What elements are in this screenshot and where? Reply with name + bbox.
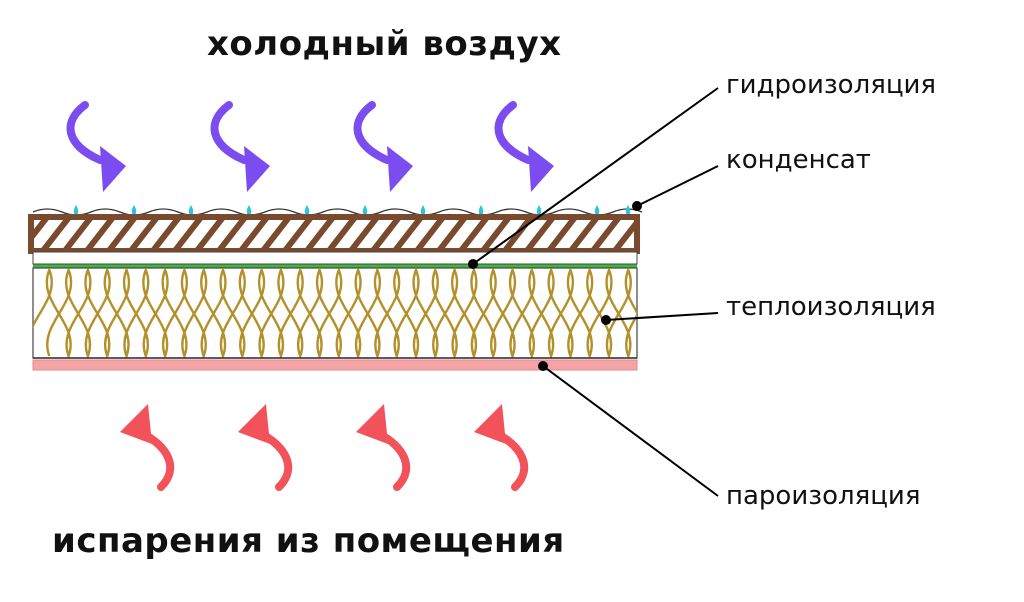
hatch-stroke	[658, 216, 686, 252]
warm-arrow-icon-2	[238, 404, 293, 491]
cold-air-title: холодный воздух	[207, 24, 562, 64]
hatch-stroke	[392, 219, 424, 249]
hatch-stroke	[458, 219, 490, 249]
hatch-stroke	[128, 219, 160, 249]
droplet-icon	[536, 205, 542, 215]
warm-arrow-icon-4	[474, 404, 529, 491]
hatch-stroke	[106, 219, 138, 249]
hatch-stroke	[238, 219, 270, 249]
hatch-stroke	[612, 220, 635, 249]
hatch-stroke	[194, 219, 226, 249]
vapor-barrier-label: пароизоляция	[726, 481, 921, 511]
cold-arrow-icon-4	[494, 101, 554, 192]
hatch-stroke	[436, 219, 468, 249]
hatched-wood-layer	[28, 214, 686, 254]
hatch-stroke	[348, 219, 380, 249]
droplet-icon	[594, 205, 600, 215]
condensate-drops	[73, 205, 631, 215]
droplet-icon	[188, 205, 194, 215]
droplet-icon	[420, 205, 426, 215]
cold-arrow-icon-1	[66, 101, 126, 192]
hatch-stroke	[216, 219, 248, 249]
waterproofing-label: гидроизоляция	[726, 70, 937, 100]
hatch-stroke	[480, 219, 512, 249]
warm-arrow-icon-1	[120, 404, 175, 491]
hatch-stroke	[370, 219, 402, 249]
vapor-arrows	[120, 404, 529, 491]
droplet-icon	[362, 205, 368, 215]
hatch-stroke	[84, 219, 116, 249]
condensate-label: конденсат	[726, 145, 871, 175]
droplet-icon	[73, 205, 79, 215]
droplet-icon	[478, 205, 484, 215]
droplet-icon	[625, 205, 631, 215]
insulation-fiber-wave	[33, 268, 637, 358]
leader-waterproofing	[468, 87, 719, 269]
hatch-stroke	[590, 219, 622, 249]
leader-condensate	[632, 165, 719, 211]
leader-vapor-barrier	[538, 361, 719, 497]
cold-arrow-icon-3	[353, 101, 413, 192]
leader-insulation	[601, 312, 719, 325]
thermal-insulation-label: теплоизоляция	[726, 292, 936, 322]
hatch-stroke	[260, 219, 292, 249]
hatch-stroke	[502, 219, 534, 249]
droplet-icon	[304, 205, 310, 215]
hatch-stroke	[414, 219, 446, 249]
insulation-fiber-wave	[46, 268, 637, 358]
hatch-stroke	[33, 219, 50, 241]
hatch-stroke	[524, 219, 556, 249]
hatch-stroke	[326, 219, 358, 249]
cold-air-arrows	[66, 101, 554, 192]
cold-arrow-icon-2	[210, 101, 270, 192]
hatch-stroke	[150, 219, 182, 249]
hatch-stroke	[546, 219, 578, 249]
droplet-icon	[246, 205, 252, 215]
hatch-stroke	[304, 219, 336, 249]
thermal-insulation-layer	[32, 267, 638, 359]
vapor-title: испарения из помещения	[52, 521, 565, 561]
droplet-icon	[131, 205, 137, 215]
hatch-stroke	[172, 219, 204, 249]
hatch-stroke	[634, 248, 635, 249]
hatch-stroke	[62, 219, 94, 249]
hatch-stroke	[568, 219, 600, 249]
vapor-barrier	[32, 359, 638, 371]
air-gap	[32, 251, 638, 265]
leader-lines	[468, 87, 719, 497]
hatch-stroke	[40, 219, 72, 249]
warm-arrow-icon-3	[356, 404, 411, 491]
hatch-stroke	[282, 219, 314, 249]
